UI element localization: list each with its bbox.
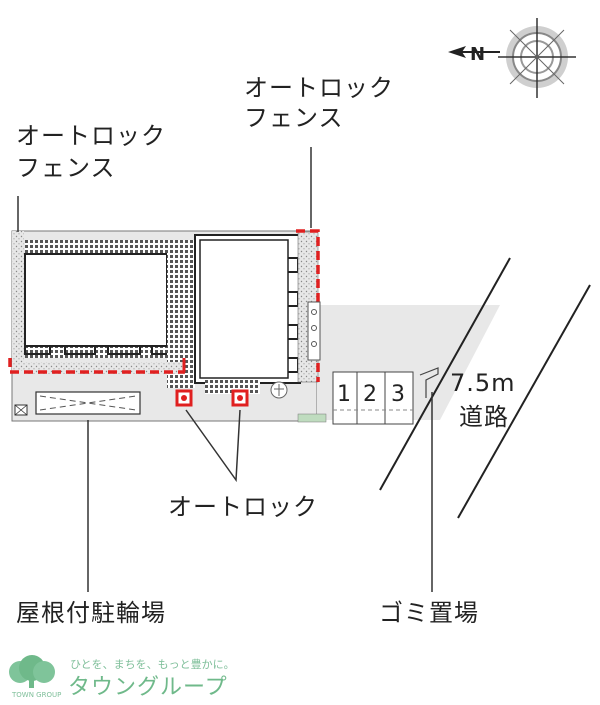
planter — [297, 413, 327, 423]
parking-slot-2: 2 — [363, 382, 377, 407]
fence-right — [296, 229, 320, 382]
parking-slot-3: 3 — [391, 382, 405, 407]
fence-left — [8, 358, 185, 374]
leader-autolock — [185, 409, 241, 483]
label-fence-left-1: オートロック — [16, 122, 166, 150]
walkway-left — [12, 231, 24, 371]
brand-logo: TOWN GROUP — [0, 650, 64, 705]
logo-text: TOWN GROUP — [11, 691, 61, 699]
road-edge-1 — [379, 257, 511, 491]
compass-icon: N — [448, 18, 576, 98]
bike-parking — [14, 391, 141, 416]
walkway-front — [24, 362, 184, 374]
label-bike-parking: 屋根付駐輪場 — [16, 599, 166, 627]
label-road-width: 7.5m — [450, 369, 516, 397]
parking-slot-1: 1 — [337, 382, 351, 407]
label-garbage: ゴミ置場 — [379, 599, 479, 627]
label-fence-left-2: フェンス — [16, 154, 116, 182]
footer-tagline: ひとを、まちを、もっと豊かに。 — [70, 658, 235, 671]
road-edge-2 — [457, 284, 591, 519]
label-autolock: オートロック — [168, 493, 318, 521]
label-fence-top-2: フェンス — [244, 104, 344, 132]
building-right — [194, 234, 301, 394]
garbage-area — [419, 367, 439, 398]
label-fence-top-1: オートロック — [244, 74, 394, 102]
label-road: 道路 — [459, 403, 509, 431]
building-left — [24, 240, 195, 388]
compass-north-label: N — [470, 44, 485, 65]
footer-brand: タウングループ — [68, 675, 228, 700]
parking-area: 1 2 3 — [332, 371, 414, 425]
autolock-door-1 — [175, 389, 193, 407]
autolock-door-2 — [231, 389, 249, 407]
